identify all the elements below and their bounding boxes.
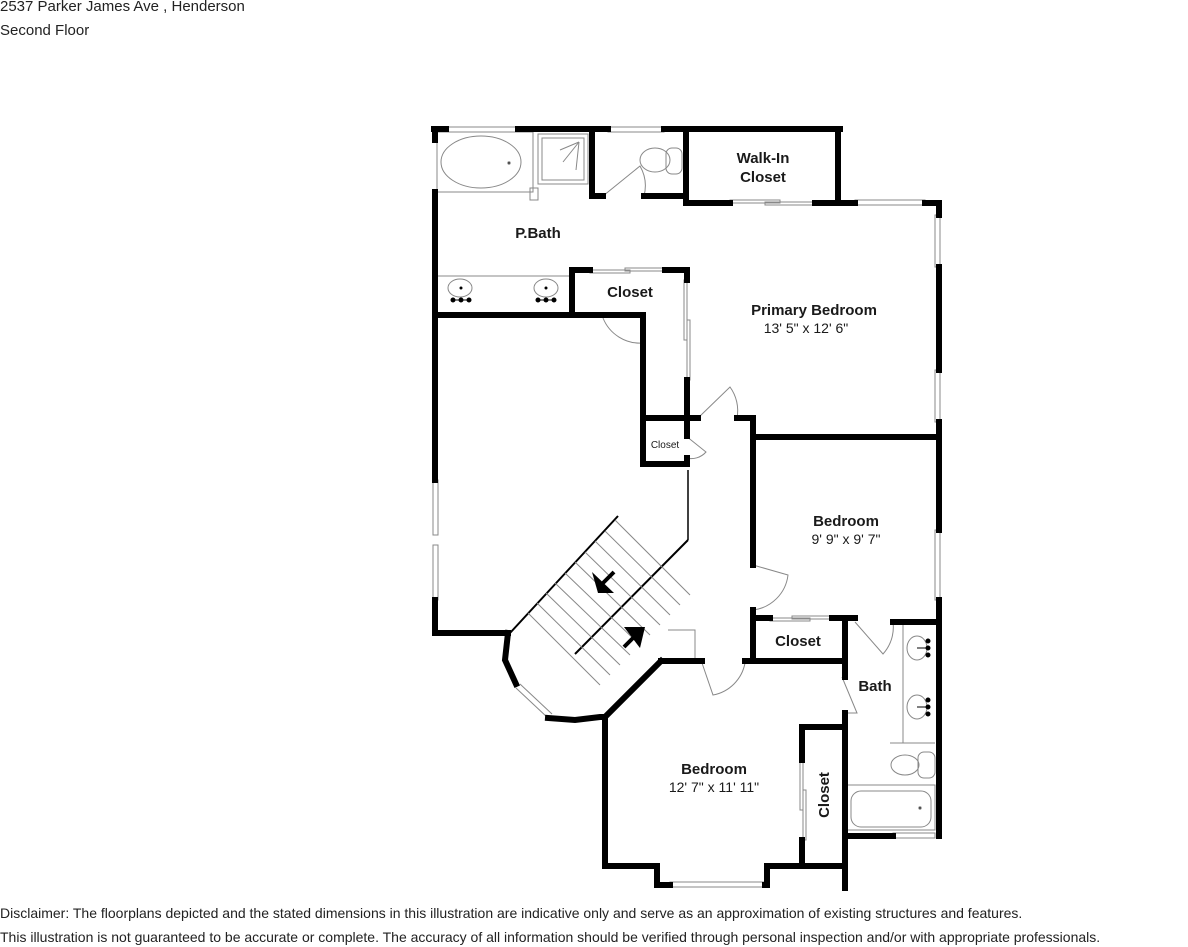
pbath-closet-label: Closet: [607, 284, 653, 301]
walls: [431, 126, 942, 891]
shower-fixture: [537, 133, 589, 185]
property-address: 2537 Parker James Ave , Henderson: [0, 0, 245, 15]
room-labels: Walk-In Closet P.Bath Closet Primary Bed…: [515, 150, 891, 818]
stair-arrows: [592, 570, 645, 649]
fixtures: [432, 126, 941, 888]
primary-bedroom-label: Primary Bedroom: [751, 302, 877, 319]
bath-label: Bath: [858, 678, 891, 695]
stair-up-arrow-icon: [622, 627, 645, 649]
disclaimer-line-2: This illustration is not guaranteed to b…: [0, 929, 1101, 945]
bathtub-fixture: [436, 131, 534, 193]
bedroom-3-label: Bedroom: [681, 761, 747, 778]
toilet-fixture-bath: [890, 751, 936, 779]
walk-in-closet-label: Walk-In: [737, 150, 790, 167]
bathtub-fixture-bath: [846, 784, 936, 831]
small-closet-label: Closet: [651, 440, 680, 451]
walk-in-closet-label-2: Closet: [740, 169, 786, 186]
floor-label: Second Floor: [0, 22, 90, 39]
bedroom-2-label: Bedroom: [813, 513, 879, 530]
stair-down-arrow-icon: [592, 570, 616, 593]
toilet-fixture-pbath: [639, 147, 683, 175]
bedroom-2-dims: 9' 9" x 9' 7": [812, 531, 881, 547]
sink-fixture: [447, 278, 559, 298]
bedroom-2-closet-label: Closet: [775, 633, 821, 650]
bedroom-3-closet-label: Closet: [816, 772, 833, 818]
stair-treads: [527, 519, 691, 686]
disclaimer-line-1: Disclaimer: The floorplans depicted and …: [0, 905, 1023, 921]
bathtub-basin: [440, 135, 522, 189]
p-bath-label: P.Bath: [515, 225, 561, 242]
bedroom-3-dims: 12' 7" x 11' 11": [669, 779, 759, 795]
primary-bedroom-dims: 13' 5" x 12' 6": [764, 320, 849, 336]
